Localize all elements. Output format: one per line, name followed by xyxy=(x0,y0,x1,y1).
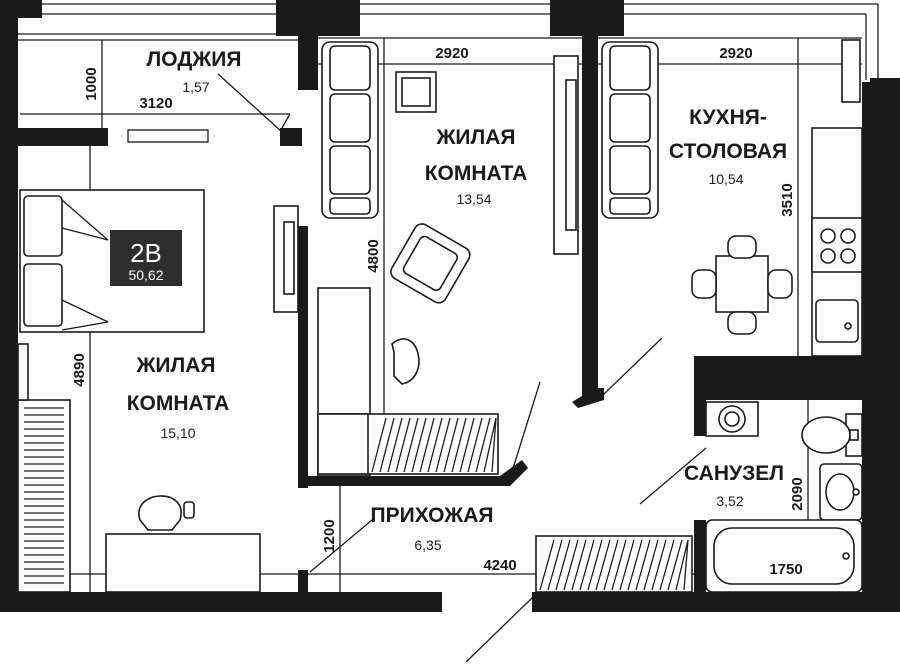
bathroom-name: САНУЗЕЛ xyxy=(684,462,784,485)
dimension-labels: 1000 3120 2920 2920 4800 3510 4890 1200 … xyxy=(71,45,806,578)
room-labels: ЛОДЖИЯ 1,57 ЖИЛАЯ КОМНАТА 15,10 ЖИЛАЯ КО… xyxy=(127,48,787,553)
wall-segment xyxy=(0,592,442,612)
loggia-name: ЛОДЖИЯ xyxy=(147,48,242,71)
kitchen-name-line2: СТОЛОВАЯ xyxy=(669,140,787,163)
coffee-table xyxy=(395,71,437,113)
wall-segment xyxy=(500,460,528,486)
wall-segment xyxy=(0,0,18,612)
bedroom-area: 15,10 xyxy=(160,425,195,441)
dim-kitchen-length: 3510 xyxy=(779,183,796,216)
dim-hall-length: 4240 xyxy=(483,557,516,574)
washbasin xyxy=(819,463,863,521)
toilet xyxy=(801,413,863,457)
wall-segment xyxy=(298,570,308,600)
wall-segment xyxy=(694,356,862,400)
wall-segment xyxy=(694,396,706,436)
hatch-pattern xyxy=(371,417,497,473)
bathtub xyxy=(705,519,863,593)
hallway-name: ПРИХОЖАЯ xyxy=(371,504,494,527)
unit-type: 2В xyxy=(130,238,162,268)
wall-segment xyxy=(572,388,604,408)
wall-segment xyxy=(532,592,900,612)
kitchen-area: 10,54 xyxy=(708,171,743,187)
dim-hall-depth: 1200 xyxy=(321,519,338,552)
dim-living-width: 2920 xyxy=(435,45,468,62)
dim-bath-length: 2090 xyxy=(789,477,806,510)
kitchen-counter xyxy=(811,39,863,357)
dim-left-room-length: 4890 xyxy=(71,353,88,386)
sofa xyxy=(321,41,379,219)
wall-segment xyxy=(862,82,900,612)
washing-machine xyxy=(705,401,759,437)
dim-living-length: 4800 xyxy=(365,239,382,272)
armchair xyxy=(390,223,471,304)
bathroom-area: 3,52 xyxy=(716,493,743,509)
kitchen-sofa xyxy=(601,41,659,219)
wall-segment xyxy=(694,520,706,612)
wall-segment xyxy=(298,30,318,90)
loggia-area: 1,57 xyxy=(182,79,209,95)
hatch-pattern xyxy=(24,407,64,584)
bedroom-name-line2: КОМНАТА xyxy=(127,392,230,415)
dim-loggia-depth: 1000 xyxy=(83,67,100,100)
hall-wardrobe xyxy=(317,413,499,475)
dim-kitchen-width: 2920 xyxy=(719,45,752,62)
walls xyxy=(0,0,900,612)
unit-badge: 2В 50,62 xyxy=(110,230,182,286)
desk xyxy=(105,495,261,593)
tv-unit xyxy=(553,55,579,255)
wall-segment xyxy=(582,30,598,390)
wall-segment xyxy=(870,78,900,90)
hallway-area: 6,35 xyxy=(414,537,441,553)
living-name-line2: КОМНАТА xyxy=(425,162,528,185)
dim-loggia-width: 3120 xyxy=(139,95,172,112)
wardrobe xyxy=(17,343,71,593)
tv-stand xyxy=(273,205,299,313)
bedroom-name-line1: ЖИЛАЯ xyxy=(135,354,215,377)
wall-segment xyxy=(298,476,510,486)
windows xyxy=(18,3,879,143)
dining-table xyxy=(691,235,793,335)
badge-background xyxy=(110,230,182,286)
wall-segment xyxy=(298,226,308,488)
wall-segment xyxy=(0,128,108,146)
unit-total-area: 50,62 xyxy=(128,267,163,283)
wall-segment xyxy=(280,128,302,146)
living-area: 13,54 xyxy=(456,191,491,207)
hatch-pattern xyxy=(539,539,689,591)
kitchen-name-line1: КУХНЯ- xyxy=(689,106,767,129)
dim-bath-width: 1750 xyxy=(769,561,802,578)
living-name-line1: ЖИЛАЯ xyxy=(435,126,515,149)
